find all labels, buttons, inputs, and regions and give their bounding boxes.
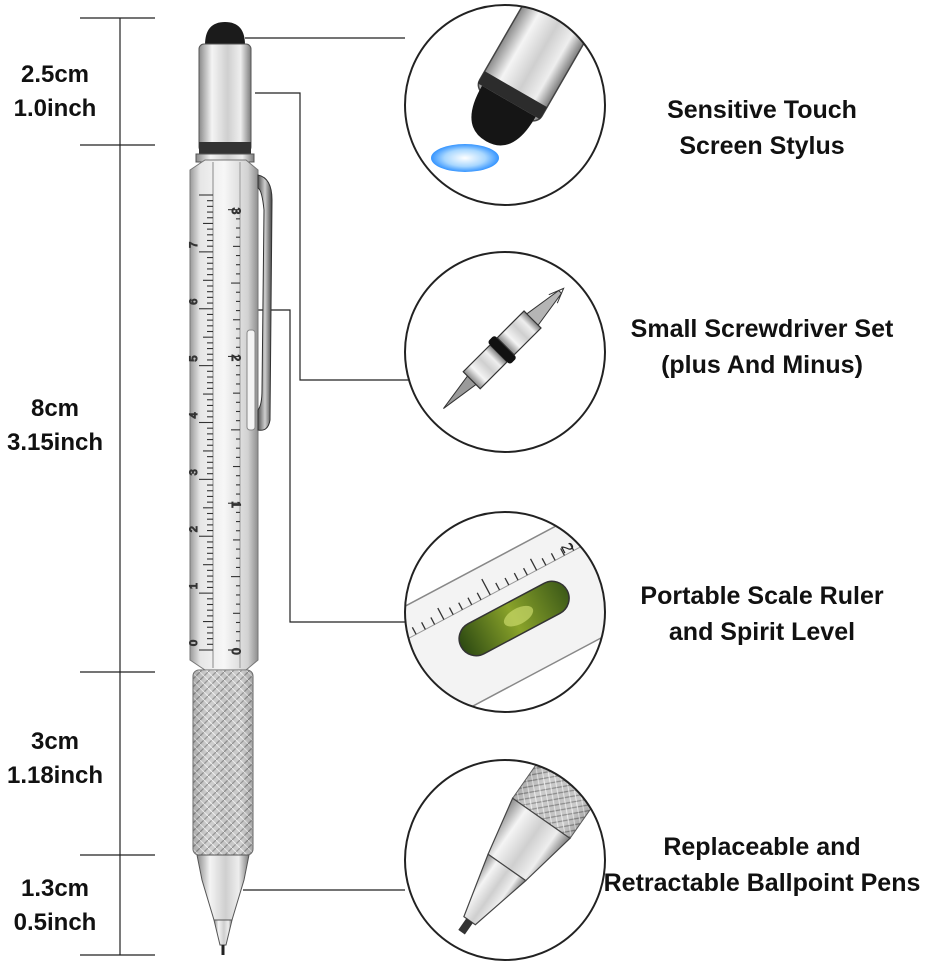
ruler-tick xyxy=(411,626,417,635)
pen-body xyxy=(189,159,259,671)
ruler-tick xyxy=(405,631,408,640)
ruler-cm-number: 1 xyxy=(188,583,200,589)
ruler-cm-number: 5 xyxy=(188,356,200,362)
ruler-inch-scale: 0 1 2 3 xyxy=(228,207,244,656)
stylus-tip xyxy=(205,22,245,45)
dimension-label-body: 8cm 3.15inch xyxy=(0,392,110,460)
ruler-tick xyxy=(458,602,464,611)
dimension-cm: 1.3cm xyxy=(20,875,90,902)
ruler-cm-number: 2 xyxy=(188,526,200,532)
dimension-cm: 8cm xyxy=(30,395,80,422)
ruler-tick xyxy=(476,592,482,601)
ruler-tick xyxy=(550,553,556,561)
ruler-tick xyxy=(430,617,436,625)
ruler-tick xyxy=(389,628,397,644)
feature-label-ruler: Portable Scale Ruler and Spirit Level xyxy=(597,578,927,650)
dimension-label-cap: 2.5cm 1.0inch xyxy=(0,58,110,126)
ruler-cm-number: 0 xyxy=(188,640,200,646)
ruler-tick xyxy=(597,528,603,537)
ruler-tick xyxy=(541,557,547,566)
dimension-inch: 1.0inch xyxy=(13,95,97,122)
ruler-tick xyxy=(467,597,473,606)
feature-line: Replaceable and xyxy=(663,833,861,861)
ruler-inch-number: 2 xyxy=(229,354,243,361)
ruler-tick xyxy=(504,577,510,586)
ruler-tick xyxy=(587,533,593,542)
feature-line: Sensitive Touch xyxy=(667,96,857,124)
ruler-cm-number: 3 xyxy=(188,469,200,475)
feature-line: and Spirit Level xyxy=(668,618,856,646)
feature-line: (plus And Minus) xyxy=(661,351,863,379)
ruler-tick xyxy=(607,524,611,531)
dimension-bar xyxy=(80,17,155,956)
ruler-cm-number: 7 xyxy=(188,242,200,248)
ruler-tick xyxy=(560,548,565,556)
dimension-inch: 1.18inch xyxy=(6,762,104,789)
ballpoint-tip-icon xyxy=(404,759,606,961)
dimension-label-tip: 1.3cm 0.5inch xyxy=(0,872,110,940)
ruler-cm-scale: 0 1 2 3 4 5 6 7 xyxy=(187,194,213,651)
ruler-cm-number: 4 xyxy=(188,412,200,418)
dimension-cm: 3cm xyxy=(30,728,80,755)
feature-label-ballpoint: Replaceable and Retractable Ballpoint Pe… xyxy=(597,829,927,901)
feature-line: Portable Scale Ruler xyxy=(640,582,884,610)
feature-line: Screen Stylus xyxy=(679,132,845,160)
ruler-cm-number: 6 xyxy=(188,299,200,305)
feature-line: Small Screwdriver Set xyxy=(630,315,894,343)
ruler-tick xyxy=(448,607,454,615)
screwdriver-bit-icon xyxy=(404,251,606,453)
ruler-tick xyxy=(523,567,528,576)
leader-lines xyxy=(243,37,410,891)
dimension-cm: 2.5cm xyxy=(20,61,90,88)
ruler-tick xyxy=(495,582,501,591)
feature-label-stylus: Sensitive Touch Screen Stylus xyxy=(597,92,927,164)
dimension-inch: 0.5inch xyxy=(13,909,97,936)
ruler-inch-number: 1 xyxy=(229,501,243,508)
ruler-inch-number: 0 xyxy=(229,648,243,655)
dimension-inch: 3.15inch xyxy=(6,429,104,456)
ruler-tick xyxy=(481,578,491,596)
ruler-tick xyxy=(529,558,538,571)
stylus-tip-icon xyxy=(404,4,606,206)
pen-clip xyxy=(257,174,273,431)
ruler-tick xyxy=(569,543,575,551)
pen-tip-cone xyxy=(196,854,250,921)
pen-cap xyxy=(198,43,252,153)
pen: 0 1 2 3 4 5 6 7 0 1 2 3 xyxy=(187,22,273,955)
feature-line: Retractable Ballpoint Pens xyxy=(603,869,921,897)
ruler-inch-number: 3 xyxy=(229,208,243,215)
dimension-label-grip: 3cm 1.18inch xyxy=(0,725,110,793)
ruler-tick xyxy=(513,572,519,581)
feature-label-screwdriver: Small Screwdriver Set (plus And Minus) xyxy=(597,311,927,383)
ruler-level-icon: 2 xyxy=(389,511,611,713)
ruler-tick xyxy=(437,607,445,620)
ruler-tick xyxy=(421,622,426,630)
